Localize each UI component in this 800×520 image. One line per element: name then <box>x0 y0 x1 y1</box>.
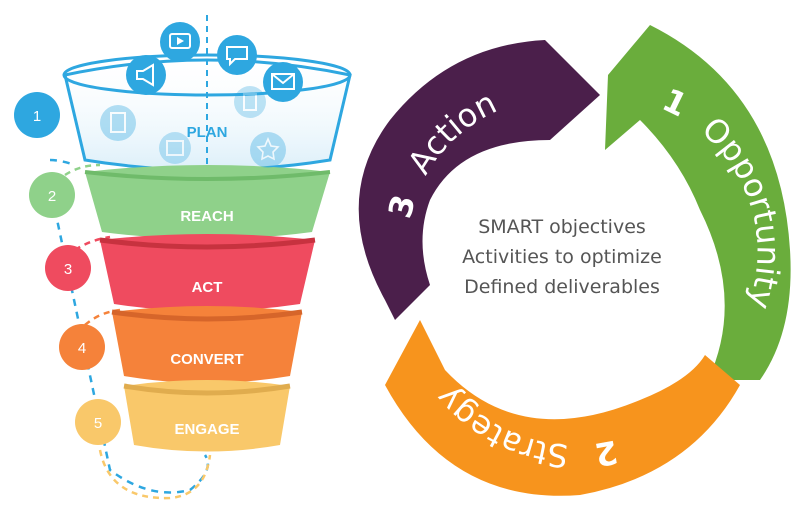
mail-icon <box>263 62 303 102</box>
center-line-2: Activities to optimize <box>462 246 662 268</box>
funnel-stage-convert: CONVERT <box>111 306 303 383</box>
video-icon <box>160 22 200 62</box>
svg-text:3: 3 <box>64 261 72 278</box>
funnel-stage-label: ENGAGE <box>174 421 239 438</box>
calendar-icon <box>159 132 191 164</box>
funnel: PLAN REACH ACT CONVERT ENGAGE <box>14 15 352 500</box>
svg-text:1: 1 <box>33 108 41 125</box>
document-icon <box>100 105 136 141</box>
stage-number-badge-4: 4 <box>59 324 105 370</box>
funnel-stage-engage: ENGAGE <box>123 380 291 452</box>
funnel-stage-label: REACH <box>180 208 233 225</box>
funnel-stage-label: ACT <box>192 279 223 296</box>
stage-number-badge-1: 1 <box>14 92 60 138</box>
document-icon <box>234 86 266 118</box>
cycle-diagram: 1 Opportunity 2 Strategy 3 Action SMART … <box>358 25 791 496</box>
cycle-segment-action <box>358 40 600 320</box>
cycle-center-text: SMART objectives Activities to optimize … <box>462 216 662 298</box>
cycle-segment-opportunity <box>605 25 791 380</box>
funnel-stage-plan: PLAN <box>62 15 352 172</box>
center-line-3: Defined deliverables <box>464 276 660 298</box>
svg-text:4: 4 <box>78 340 86 357</box>
star-icon <box>250 132 286 168</box>
funnel-connector-stub-2 <box>64 163 101 177</box>
funnel-stage-act: ACT <box>99 234 316 311</box>
stage-number-badge-5: 5 <box>75 399 121 445</box>
center-line-1: SMART objectives <box>478 216 646 238</box>
cycle-segment-strategy <box>385 320 740 496</box>
funnel-stage-label: PLAN <box>187 124 228 141</box>
svg-text:5: 5 <box>94 415 102 432</box>
stage-number-badge-3: 3 <box>45 245 91 291</box>
megaphone-icon <box>126 55 166 95</box>
stage-number-badge-2: 2 <box>29 172 75 218</box>
funnel-stage-label: CONVERT <box>170 351 243 368</box>
svg-text:2: 2 <box>48 188 56 205</box>
funnel-stage-reach: REACH <box>84 165 331 239</box>
funnel-connector-dotted <box>98 449 212 500</box>
chat-icon <box>217 35 257 75</box>
